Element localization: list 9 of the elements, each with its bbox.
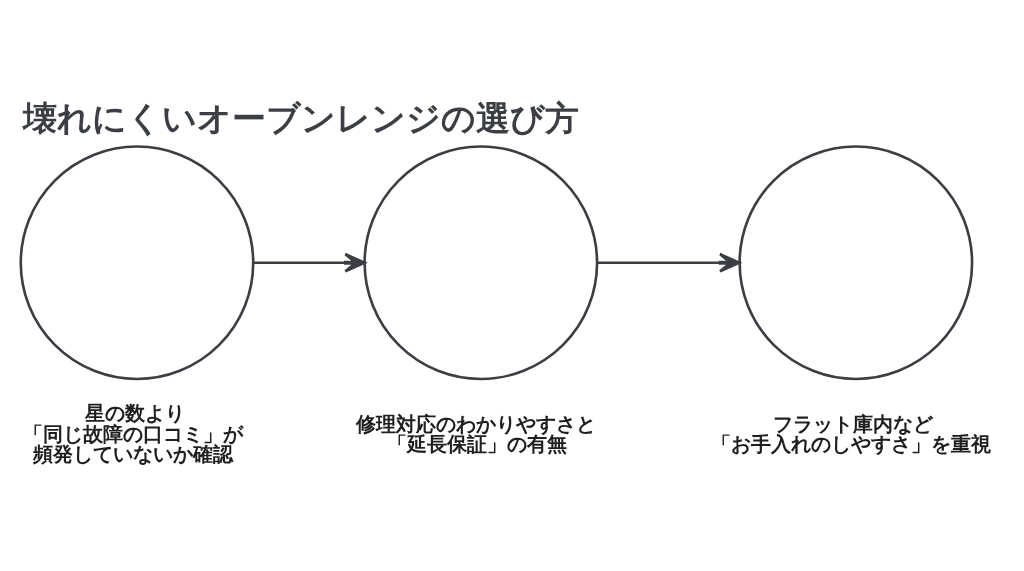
arrow xyxy=(597,252,741,273)
node-circle xyxy=(19,145,255,381)
node-circle xyxy=(738,145,974,381)
node-label: 修理対応のわかりやすさと「延長保証」の有無 xyxy=(356,411,597,456)
diagram-title: 壊れにくいオーブンレンジの選び方 xyxy=(23,99,580,139)
arrow xyxy=(253,252,366,273)
node-circle xyxy=(363,145,599,381)
node-label: 星の数より「同じ故障の口コミ」が頻発していないか確認 xyxy=(23,401,244,467)
node-label: フラット庫内など「お手入れのしやすさ」を重視 xyxy=(710,411,991,456)
